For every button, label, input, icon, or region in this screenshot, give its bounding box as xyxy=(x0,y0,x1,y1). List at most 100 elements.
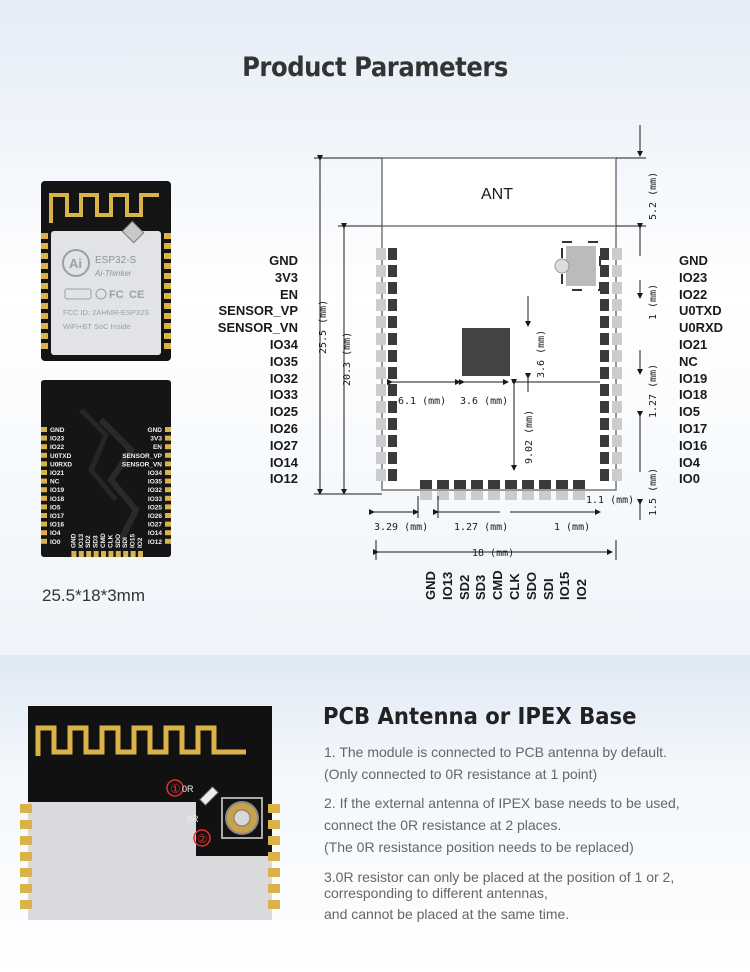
right-pin-label: IO21 xyxy=(679,337,708,352)
back-left-pad xyxy=(41,530,47,536)
back-right-pin-label: IO34 xyxy=(148,470,162,477)
diagram-right-pad xyxy=(612,435,622,447)
diagram-left-pad xyxy=(376,248,386,260)
left-pin-label: 3V3 xyxy=(274,269,298,285)
desc-line-6: 3.0R resistor can only be placed at the … xyxy=(324,869,675,885)
diagram-left-pad xyxy=(376,452,386,464)
diagram-bottom-pad-inner xyxy=(454,480,466,489)
diagram-bottom-pad-inner xyxy=(420,480,432,489)
diagram-right-pad xyxy=(612,248,622,260)
bottom-pin-label: IO13 xyxy=(439,571,455,600)
front-chip-name: ESP32-S xyxy=(95,255,136,266)
back-right-pad xyxy=(165,530,171,536)
bottom-pin-label: GND xyxy=(423,571,438,600)
back-bottom-pin-label: SDI xyxy=(122,537,129,548)
diagram-bottom-pad xyxy=(539,491,551,500)
diagram-left-pad xyxy=(376,282,386,294)
diagram-bottom-pad xyxy=(573,491,585,500)
back-left-pin-label: IO18 xyxy=(50,496,64,503)
back-bottom-pad xyxy=(93,551,99,557)
diagram-right-pad-inner xyxy=(600,316,609,328)
right-pin-label: IO22 xyxy=(679,286,708,302)
right-pin-label: IO5 xyxy=(679,404,700,420)
diagram-bottom-pad xyxy=(454,491,466,500)
back-bottom-pad xyxy=(123,551,129,557)
ai-logo: Ai xyxy=(69,256,82,271)
diagram-right-pad-inner xyxy=(600,299,609,311)
diagram-right-pad xyxy=(612,316,622,328)
diagram-right-pad xyxy=(612,452,622,464)
back-bottom-pin-label: IO15 xyxy=(130,534,137,548)
back-left-pad xyxy=(41,478,47,484)
pcb-antenna-title: PCB Antenna or IPEX Base xyxy=(323,704,637,730)
diagram-left-pad-inner xyxy=(388,248,397,260)
back-right-pin-label: IO27 xyxy=(148,522,162,529)
marker-2: ② xyxy=(197,832,208,846)
back-left-pad xyxy=(41,504,47,510)
back-right-pin-label: IO26 xyxy=(148,513,162,520)
diagram-right-pad-inner xyxy=(600,469,609,481)
back-bottom-pad xyxy=(86,551,92,557)
left-pin-label: IO12 xyxy=(269,471,298,487)
right-pin-label: U0TXD xyxy=(679,303,722,319)
diagram-left-pad xyxy=(376,435,386,447)
right-pin-label: NC xyxy=(679,353,698,369)
back-left-pad xyxy=(41,461,47,467)
back-bottom-pad xyxy=(130,551,136,557)
dim-1-1: 1.1 (mm) xyxy=(586,495,634,506)
diagram-left-pad xyxy=(376,316,386,328)
diagram-right-pad xyxy=(612,350,622,362)
back-right-pad xyxy=(165,538,171,544)
resistor-label-1: 0R xyxy=(182,784,194,794)
diagram-right-pad xyxy=(612,333,622,345)
page-title: Product Parameters xyxy=(242,52,508,83)
diagram-right-pad-inner xyxy=(600,384,609,396)
left-pin-label: SENSOR_VN xyxy=(217,320,298,336)
back-right-pad xyxy=(165,452,171,458)
back-left-pin-label: U0TXD xyxy=(50,453,72,460)
desc-line-2: (Only connected to 0R resistance at 1 po… xyxy=(324,766,598,782)
back-right-pad xyxy=(165,444,171,450)
back-right-pad xyxy=(165,461,171,467)
back-left-pin-label: U0RXD xyxy=(50,461,72,468)
back-bottom-pad xyxy=(108,551,114,557)
left-pin-label: EN xyxy=(279,286,298,302)
back-bottom-pad xyxy=(78,551,84,557)
back-right-pad xyxy=(165,487,171,493)
resistor-label-2: 0R xyxy=(187,814,199,824)
diagram-right-pad xyxy=(612,384,622,396)
back-right-pin-label: IO32 xyxy=(148,487,162,494)
back-right-pad xyxy=(165,504,171,510)
back-left-pin-label: NC xyxy=(50,479,60,486)
back-left-pad xyxy=(41,444,47,450)
diagram-bottom-pad xyxy=(522,491,534,500)
diagram-bottom-pad-inner xyxy=(573,480,585,489)
diagram-right-pad-inner xyxy=(600,248,609,260)
back-left-pad xyxy=(41,452,47,458)
right-pin-label: IO18 xyxy=(679,387,708,403)
left-pin-label: IO27 xyxy=(269,437,298,453)
desc-line-7: corresponding to different antennas, xyxy=(324,885,548,901)
right-pin-label: U0RXD xyxy=(679,320,724,336)
desc-line-3: 2. If the external antenna of IPEX base … xyxy=(324,795,680,811)
diagram-left-pad xyxy=(376,367,386,379)
right-pin-label: IO17 xyxy=(679,421,708,436)
diagram-bottom-pad xyxy=(488,491,500,500)
bottom-pin-label: SDO xyxy=(523,571,539,600)
back-left-pad xyxy=(41,470,47,475)
dim-3-6-vertical: 3.6 (mm) xyxy=(536,330,547,378)
back-right-pin-label: IO33 xyxy=(148,496,162,503)
back-right-pad xyxy=(165,470,171,475)
right-pin-label: IO0 xyxy=(679,471,700,487)
diagram-bottom-pad xyxy=(471,491,483,500)
diagram-left-pad-inner xyxy=(388,333,397,345)
dim-3-6-horizontal: 3.6 (mm) xyxy=(460,396,508,407)
diagram-left-pad-inner xyxy=(388,367,397,379)
diagram-bottom-pad-inner xyxy=(522,480,534,489)
diagram-right-pad-inner xyxy=(600,401,609,413)
dim-1-27-bottom: 1.27 (mm) xyxy=(454,522,508,533)
back-bottom-pad xyxy=(115,551,121,557)
back-right-pin-label: SENSOR_VP xyxy=(122,453,162,460)
diagram-left-pad-inner xyxy=(388,299,397,311)
diagram-left-pad xyxy=(376,265,386,277)
